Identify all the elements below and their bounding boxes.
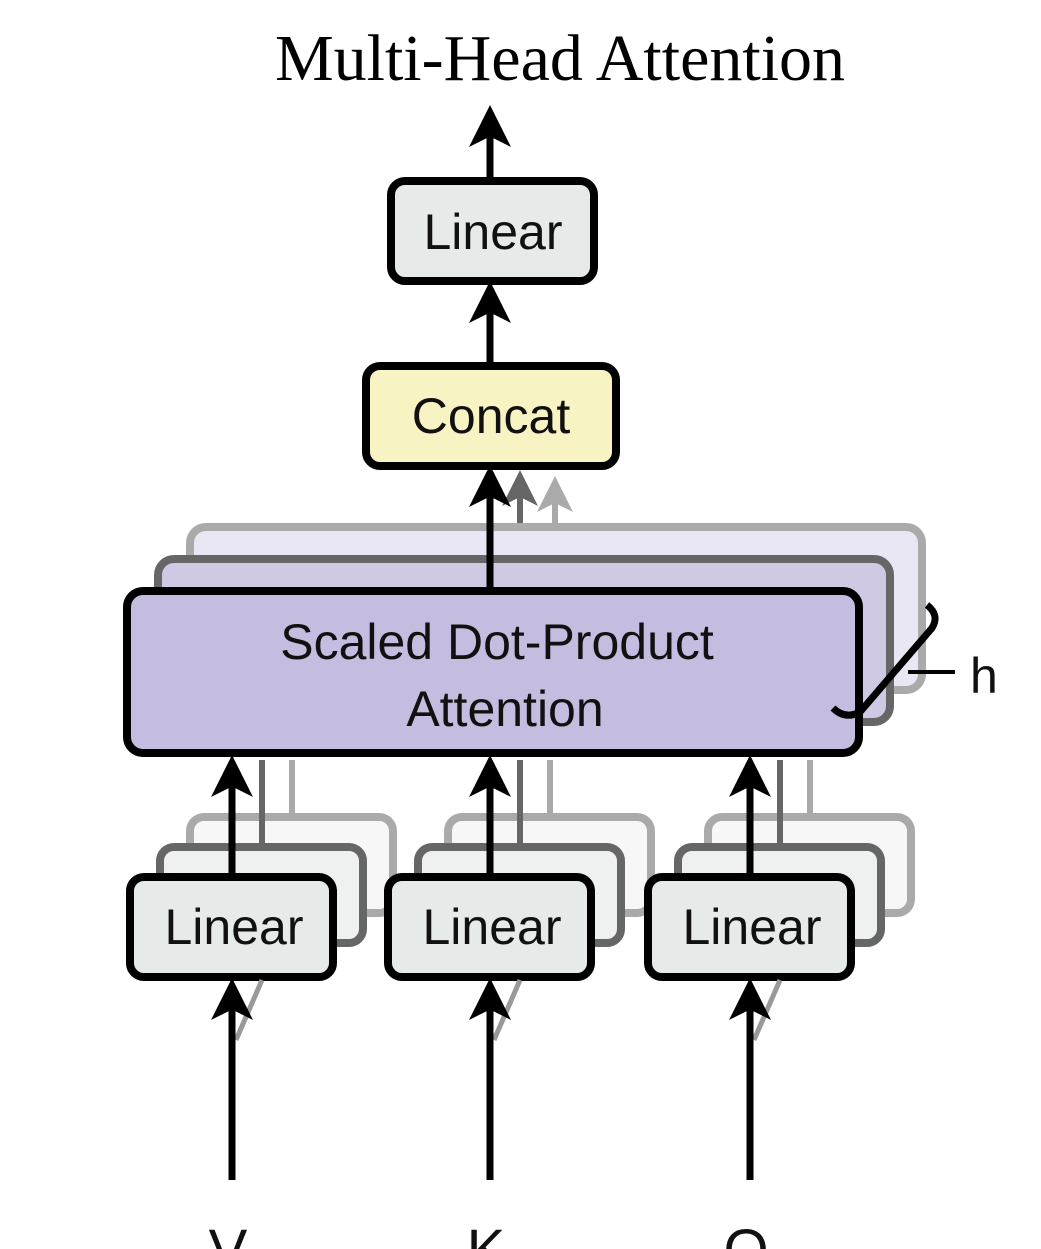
linear-label: Linear	[683, 899, 822, 955]
output-linear-block: Linear	[387, 177, 598, 285]
diagram-title: Multi-Head Attention	[275, 22, 845, 95]
input-shadow-line	[751, 979, 783, 1041]
heads-label: h	[970, 648, 998, 704]
input-label-k: K	[467, 1218, 506, 1249]
scaled-dot-product-attention-block: Scaled Dot-Product Attention	[123, 587, 863, 757]
linear-stack-v: LinearV	[126, 755, 397, 1249]
output-linear-label: Linear	[424, 204, 563, 260]
linear-block	[644, 873, 855, 981]
linear-stack-k: LinearK	[384, 755, 655, 1249]
linear-label: Linear	[165, 899, 304, 955]
input-shadow-line	[491, 979, 523, 1041]
heads-brace-icon	[830, 602, 939, 719]
input-label-q: Q	[723, 1218, 768, 1249]
concat-block: Concat	[362, 362, 620, 470]
attention-label-line1: Scaled Dot-Product	[280, 614, 714, 670]
linear-label: Linear	[423, 899, 562, 955]
input-label-v: V	[209, 1218, 248, 1249]
linear-block	[384, 873, 595, 981]
linear-stack-q: LinearQ	[644, 755, 915, 1249]
attention-label-line2: Attention	[406, 681, 603, 737]
concat-label: Concat	[412, 388, 571, 444]
input-shadow-line	[233, 979, 265, 1041]
linear-block	[126, 873, 337, 981]
